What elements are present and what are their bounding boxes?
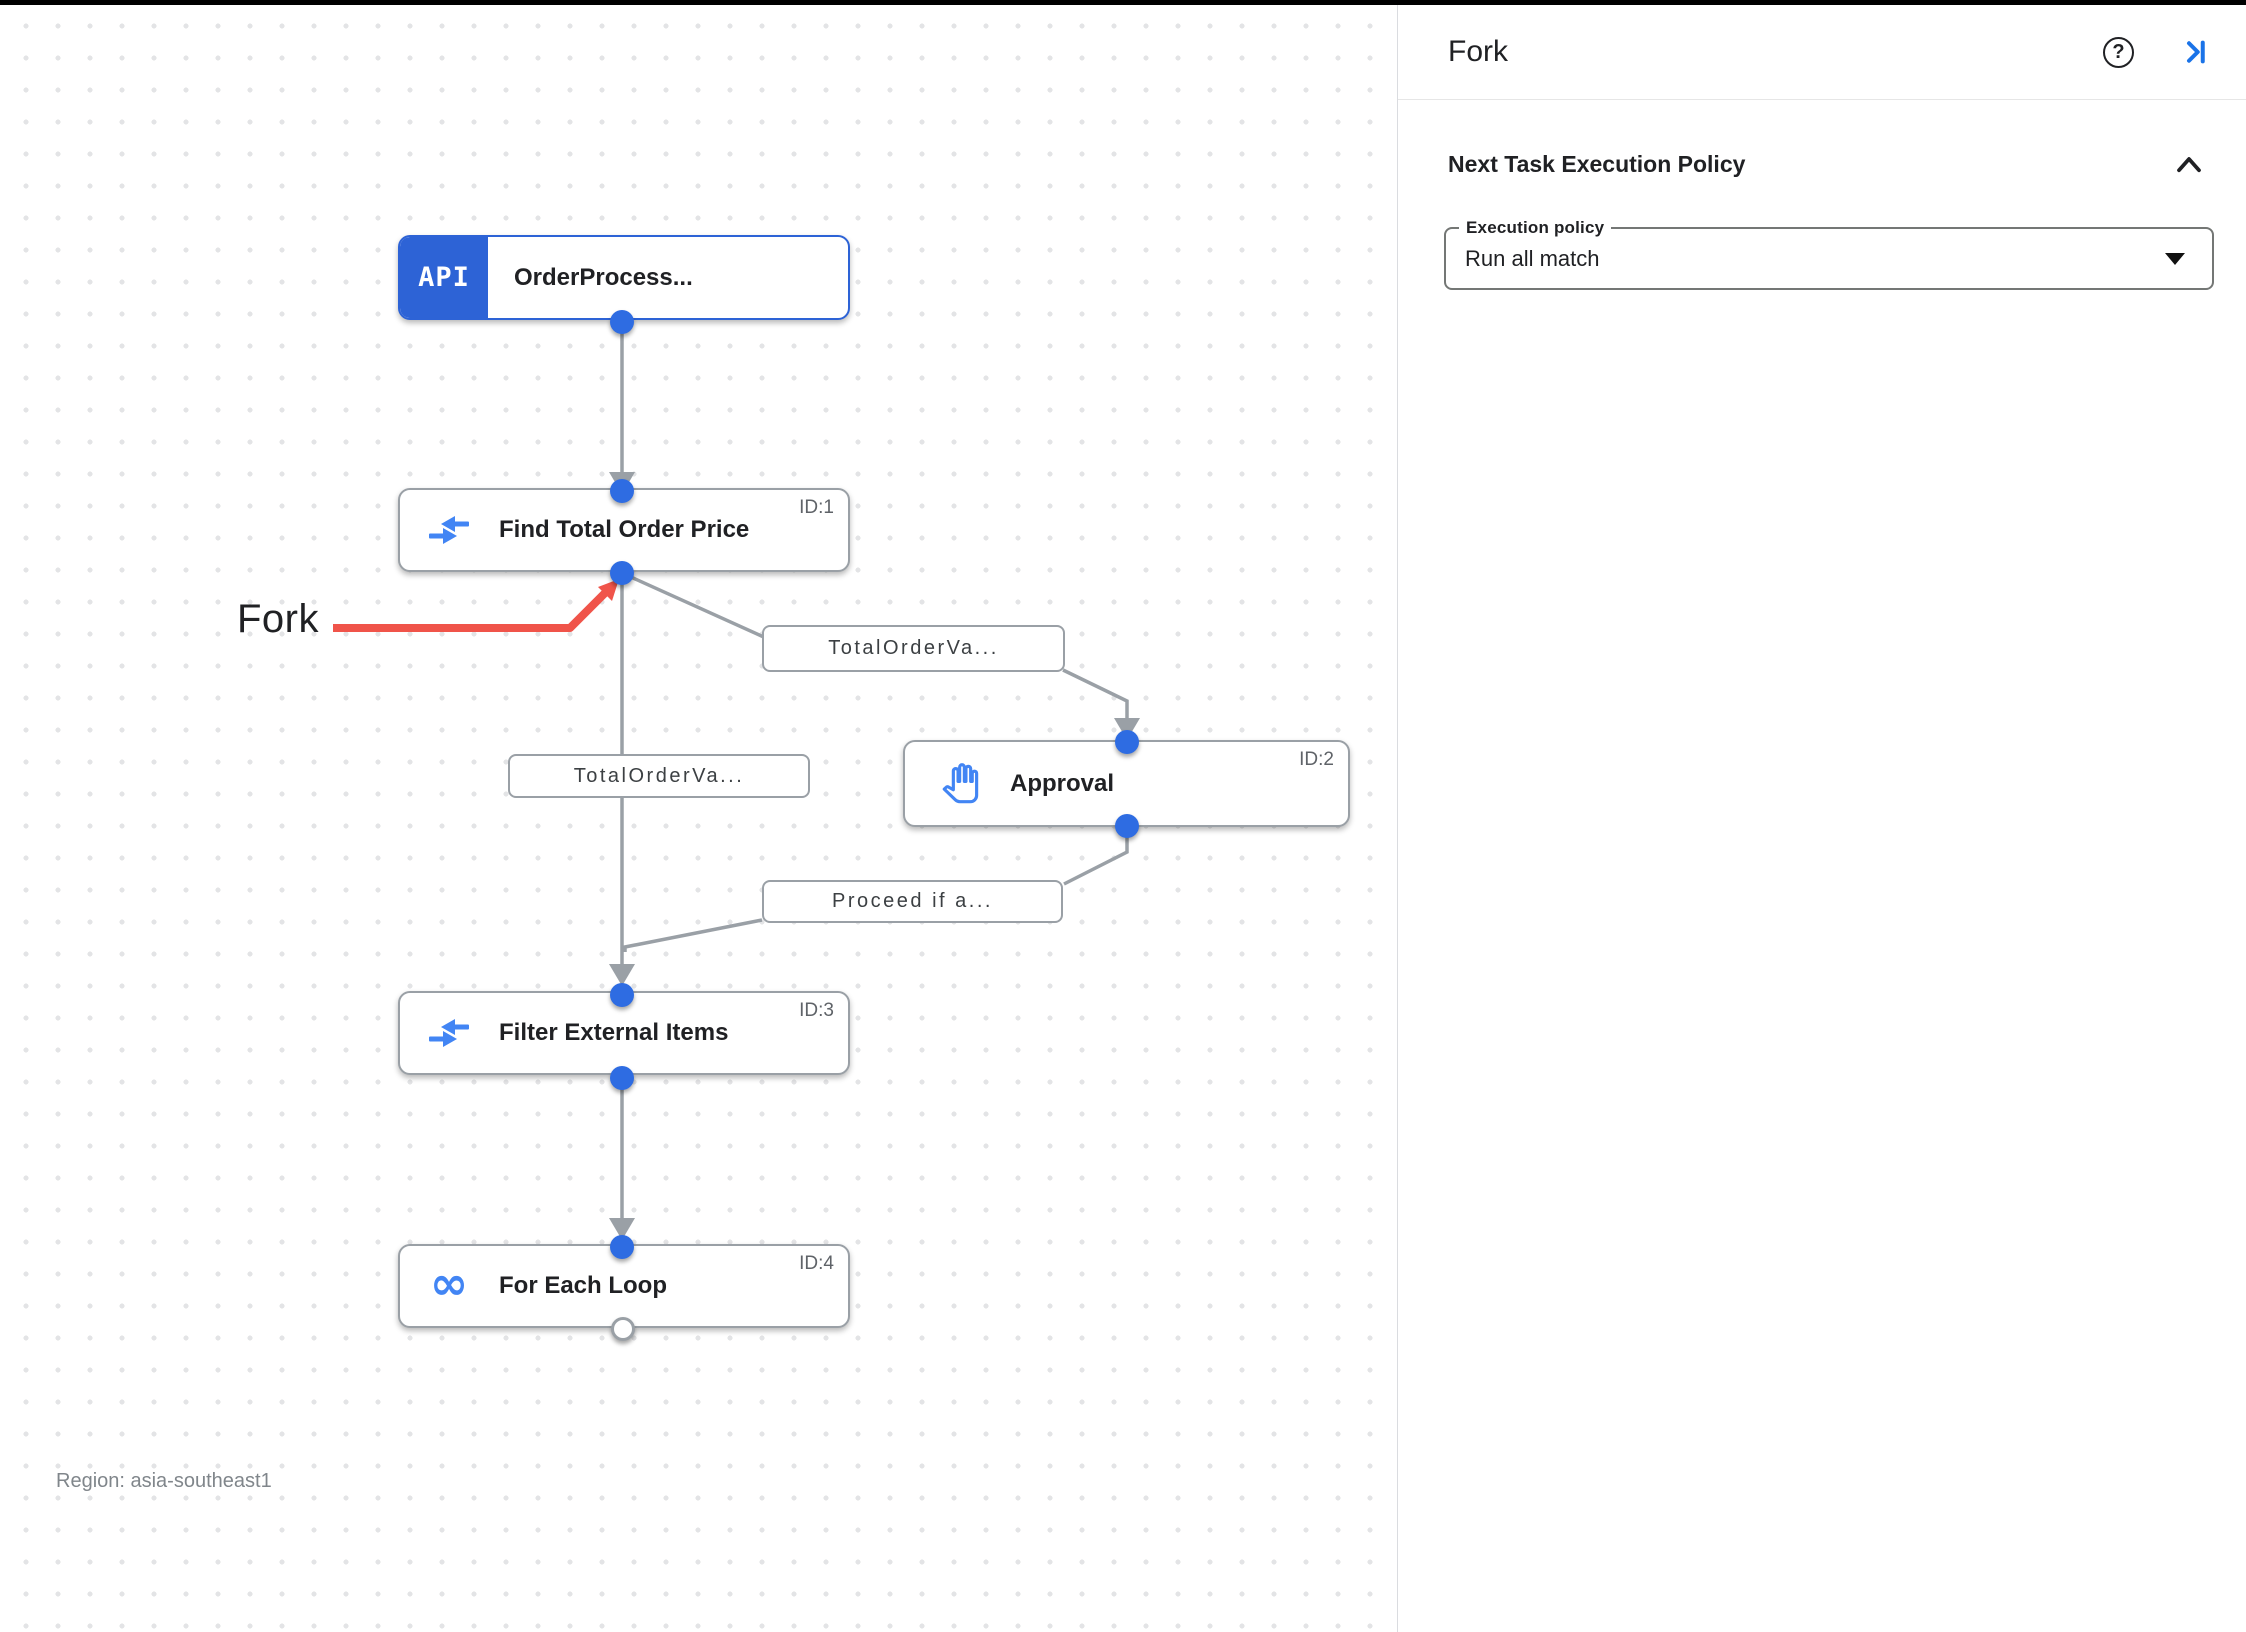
execution-policy-label: Execution policy	[1459, 218, 1612, 238]
panel-header: Fork ?	[1398, 5, 2246, 99]
node-id-badge: ID:3	[799, 1000, 834, 1021]
edge-handle[interactable]	[610, 1235, 634, 1259]
execution-policy-value: Run all match	[1465, 245, 1600, 271]
edge-handle[interactable]	[610, 479, 634, 503]
collapse-panel-icon[interactable]	[2176, 34, 2212, 70]
fork-annotation-label: Fork	[237, 597, 319, 641]
config-panel: Fork ? Next Task Execution Policy Execut…	[1397, 0, 2246, 1632]
edge-label-condition[interactable]: Proceed if a...	[762, 880, 1063, 923]
approval-hand-icon	[936, 762, 984, 806]
help-icon[interactable]: ?	[2103, 36, 2134, 68]
edge-label-condition[interactable]: TotalOrderVa...	[508, 754, 810, 798]
node-title: Filter External Items	[499, 1019, 729, 1046]
api-trigger-badge-icon: API	[400, 237, 488, 318]
node-id-badge: ID:4	[799, 1253, 834, 1274]
add-next-step-handle[interactable]	[611, 1317, 635, 1341]
data-mapping-icon	[425, 513, 473, 547]
edge-handle-fork-point[interactable]	[610, 561, 634, 585]
node-title: Approval	[1010, 769, 1115, 797]
chevron-up-icon[interactable]	[2174, 153, 2204, 175]
panel-title: Fork	[1448, 35, 1508, 68]
node-api-trigger[interactable]: API OrderProcess...	[398, 235, 850, 320]
workflow-canvas[interactable]: API OrderProcess... Find Total Order Pri…	[0, 0, 1397, 1632]
section-next-task-execution-policy[interactable]: Next Task Execution Policy	[1448, 138, 2204, 190]
for-each-loop-icon: ∞	[429, 1256, 469, 1310]
data-mapping-icon	[425, 1016, 473, 1050]
node-title: For Each Loop	[499, 1272, 667, 1299]
workflow-edges	[333, 322, 1140, 1240]
node-id-badge: ID:2	[1299, 749, 1334, 770]
node-title: OrderProcess...	[514, 263, 693, 291]
edge-handle[interactable]	[1115, 730, 1139, 754]
node-title: Find Total Order Price	[499, 516, 750, 543]
node-find-total-order-price[interactable]: Find Total Order Price ID:1	[398, 488, 850, 572]
edge-handle[interactable]	[610, 310, 634, 334]
fork-annotation-arrow	[333, 579, 619, 632]
edge-handle[interactable]	[610, 983, 634, 1007]
region-label: Region: asia-southeast1	[56, 1470, 272, 1492]
edge-handle[interactable]	[610, 1066, 634, 1090]
node-for-each-loop[interactable]: ∞ For Each Loop ID:4	[398, 1244, 850, 1328]
node-id-badge: ID:1	[799, 497, 834, 518]
section-title: Next Task Execution Policy	[1448, 150, 1746, 177]
caret-down-icon	[2165, 252, 2185, 265]
execution-policy-select[interactable]: Execution policy Run all match	[1444, 218, 2214, 290]
edge-handle[interactable]	[1115, 814, 1139, 838]
window-top-border	[0, 0, 2246, 5]
edge-label-condition[interactable]: TotalOrderVa...	[762, 625, 1065, 672]
panel-divider	[1398, 99, 2246, 100]
